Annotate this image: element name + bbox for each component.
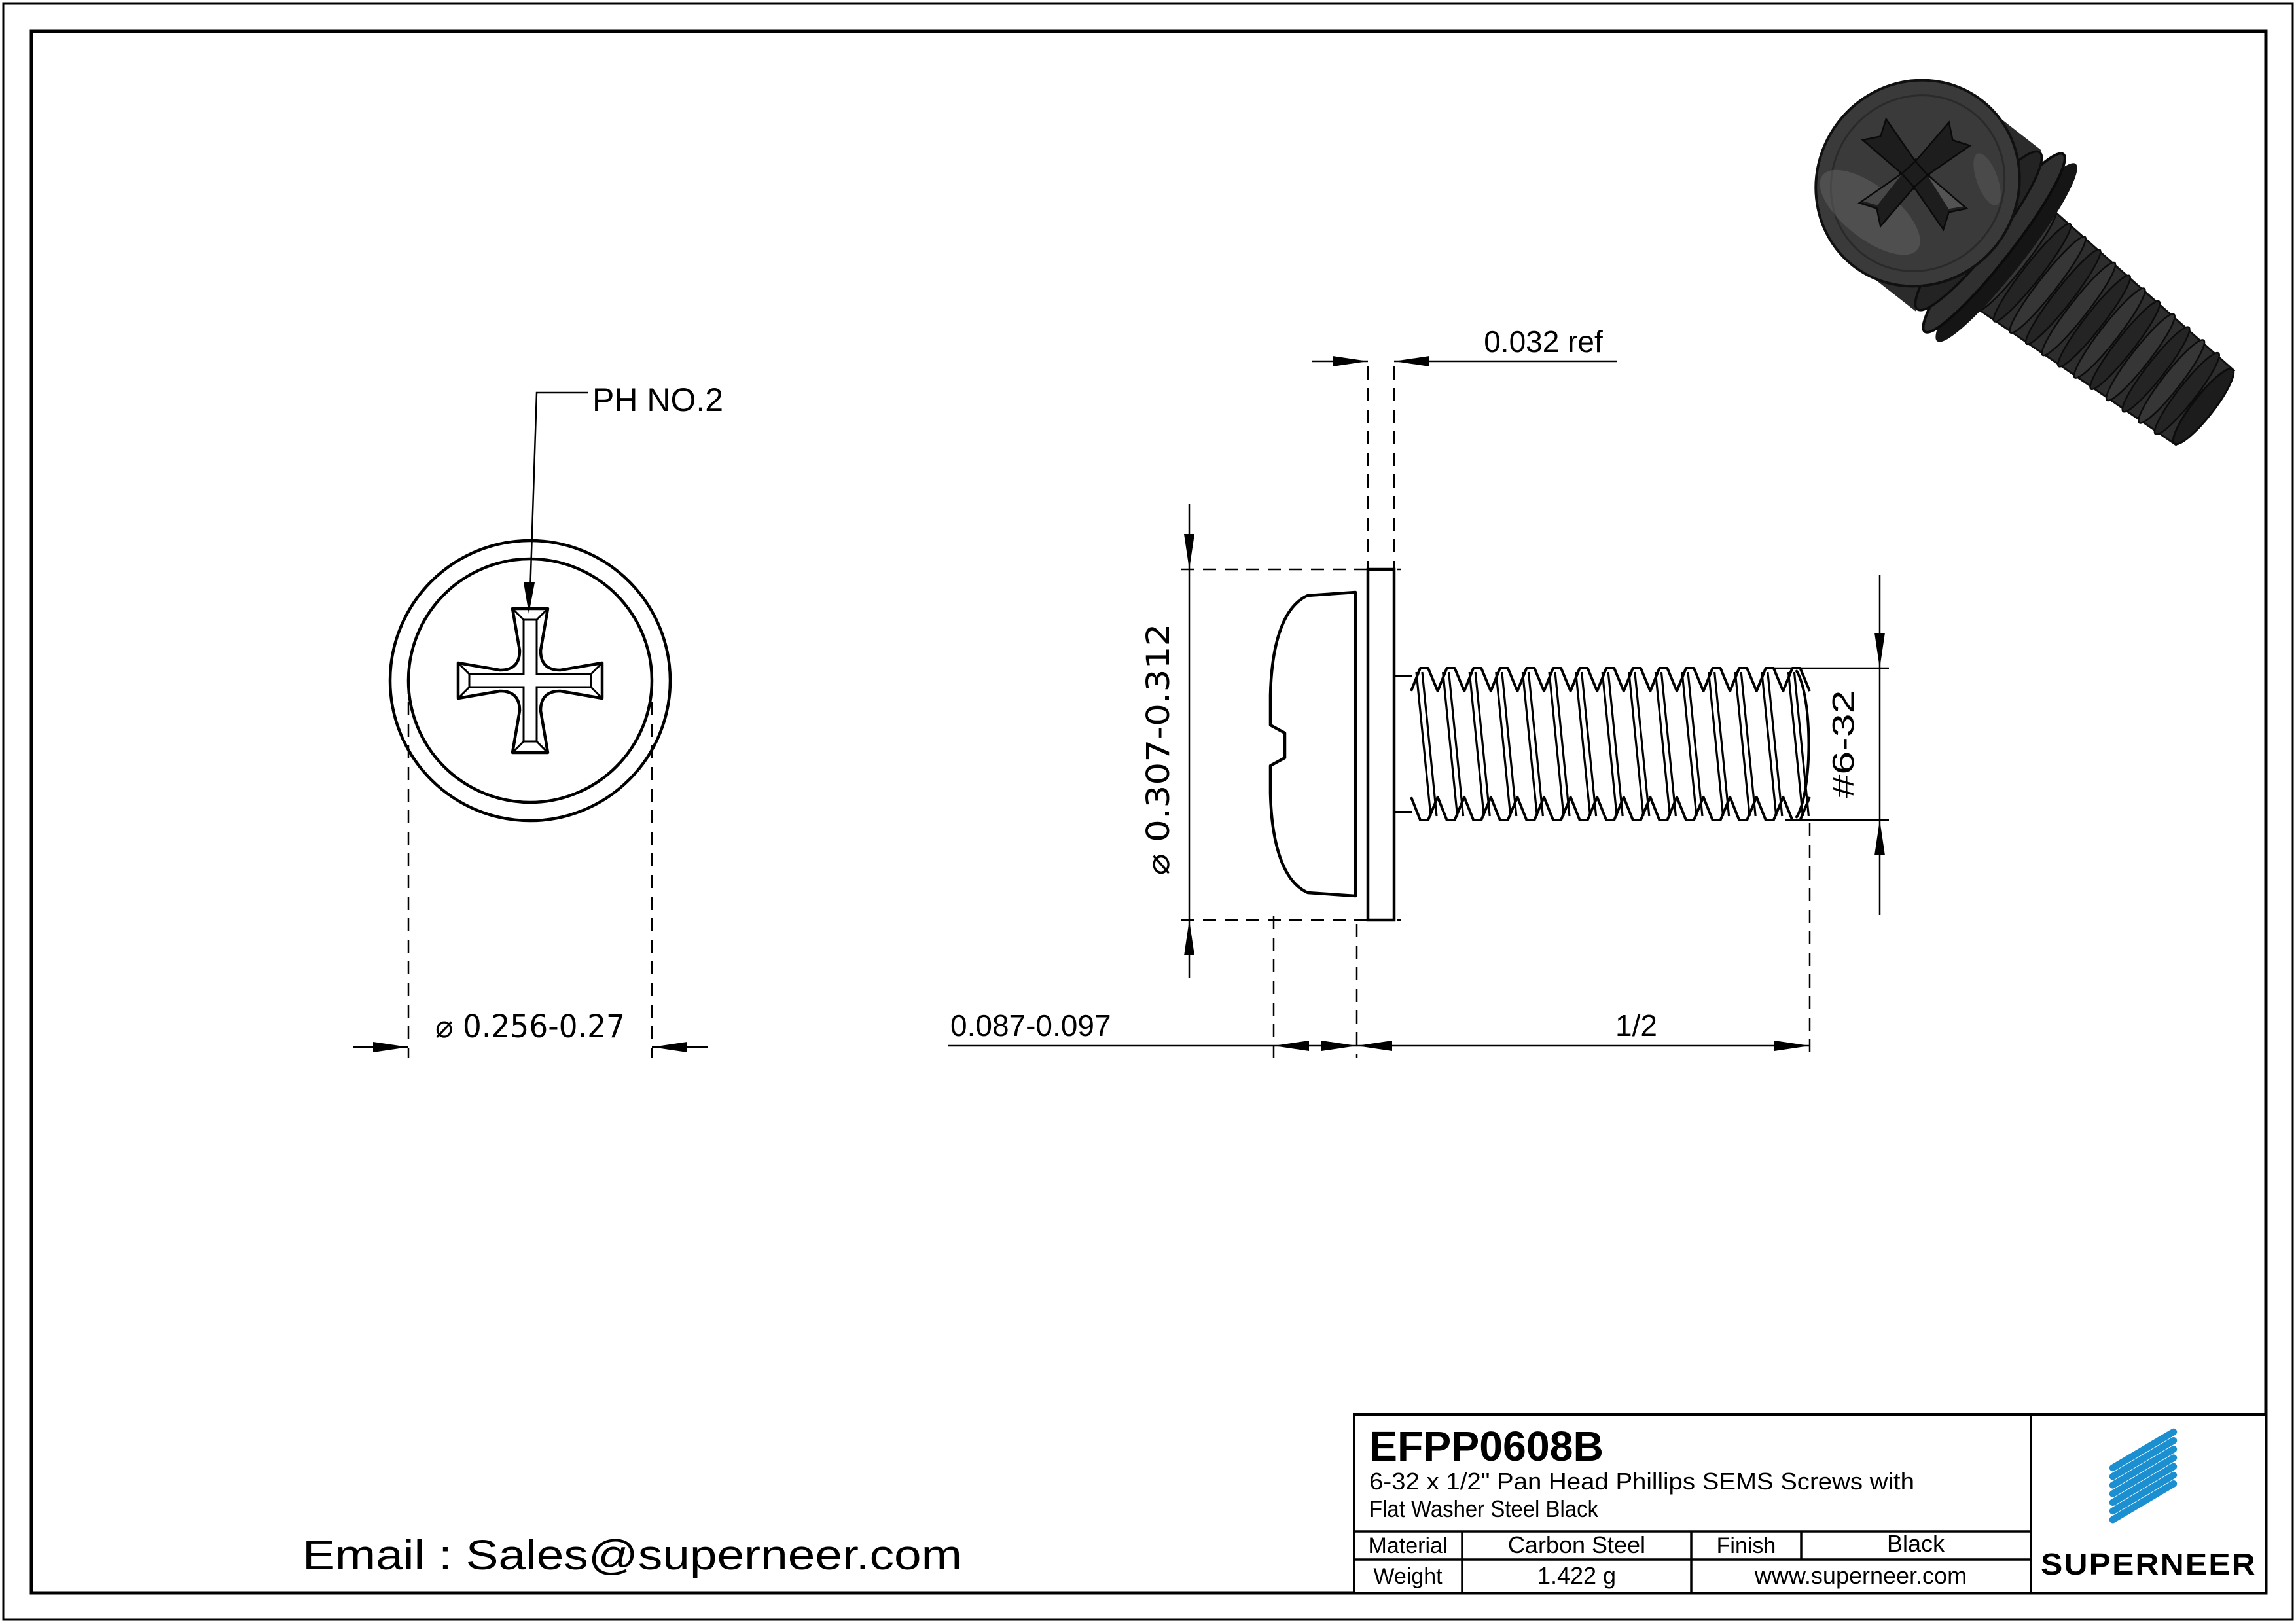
logo-stripe bbox=[2109, 1471, 2178, 1515]
logo-stripe bbox=[2109, 1454, 2178, 1497]
dim-head-diameter: ⌀ 0.256-0.27 bbox=[353, 681, 708, 1058]
washer-profile bbox=[1366, 567, 1396, 922]
thread-band-3d bbox=[2105, 313, 2176, 402]
thread-band-3d bbox=[2009, 236, 2087, 334]
logo-stripe bbox=[2109, 1480, 2178, 1524]
description-line1: 6-32 x 1/2" Pan Head Phillips SEMS Screw… bbox=[1369, 1468, 1914, 1495]
website-link[interactable]: www.superneer.com bbox=[1754, 1562, 1967, 1589]
weight-label: Weight bbox=[1373, 1564, 1443, 1589]
dim-washer-od-text: ⌀ 0.307-0.312 bbox=[1140, 624, 1177, 876]
callout-ph-no2: PH NO.2 bbox=[524, 382, 723, 614]
page-main-border bbox=[29, 29, 2268, 1595]
dim-length-text: 1/2 bbox=[1615, 1008, 1657, 1043]
email-text: Email : Sales@superneer.com bbox=[302, 1531, 962, 1578]
phillips-recess-3d bbox=[1857, 117, 1972, 232]
head-highlight2-3d bbox=[1973, 153, 2001, 205]
finish-label: Finish bbox=[1717, 1533, 1776, 1558]
brand-name: SUPERNEER bbox=[2041, 1547, 2257, 1581]
head-highlight-3d bbox=[1820, 169, 1920, 255]
dim-washer-od: ⌀ 0.307-0.312 bbox=[1140, 504, 1401, 978]
logo-stripes bbox=[2109, 1428, 2178, 1524]
thread-top-teeth bbox=[1410, 667, 1811, 692]
superneer-logo: SUPERNEER bbox=[2041, 1428, 2257, 1581]
dim-thread-spec: #6-32 bbox=[1770, 575, 1889, 915]
thread-band-3d bbox=[2138, 339, 2206, 424]
thread-band-3d bbox=[2089, 300, 2161, 391]
dim-head-height-text: 0.087-0.097 bbox=[950, 1008, 1111, 1043]
dim-head-diameter-text: ⌀ 0.256-0.27 bbox=[435, 1008, 625, 1045]
part-number: EFPP0608B bbox=[1369, 1423, 1604, 1470]
material-label: Material bbox=[1369, 1533, 1448, 1558]
dim-washer-thickness-text: 0.032 ref bbox=[1484, 325, 1603, 359]
side-view: 0.032 ref ⌀ 0.307-0.312 #6-32 bbox=[948, 325, 1889, 1058]
weight-value: 1.422 g bbox=[1537, 1562, 1616, 1589]
screw-3d-render bbox=[1814, 79, 2236, 446]
dim-thread-spec-text: #6-32 bbox=[1826, 690, 1860, 798]
thread-band-3d bbox=[2073, 287, 2146, 379]
thread-band-3d bbox=[2121, 326, 2191, 413]
thread-band-3d bbox=[2024, 249, 2102, 346]
dim-head-height-and-length: 0.087-0.097 1/2 bbox=[948, 823, 1811, 1058]
thread-band-3d bbox=[1992, 223, 2072, 323]
logo-stripe bbox=[2109, 1463, 2178, 1507]
logo-stripe bbox=[2109, 1428, 2178, 1472]
description-line2: Flat Washer Steel Black bbox=[1369, 1495, 1599, 1522]
tip-3d bbox=[2172, 367, 2235, 446]
head-dome-rim-3d bbox=[1829, 94, 2006, 272]
thread-band-3d bbox=[2057, 274, 2131, 368]
title-block: EFPP0608B 6-32 x 1/2" Pan Head Phillips … bbox=[1353, 1413, 2267, 1594]
logo-stripe bbox=[2109, 1436, 2178, 1480]
logo-stripe bbox=[2109, 1446, 2178, 1489]
dim-washer-thickness: 0.032 ref bbox=[1312, 325, 1617, 568]
thread-band-3d bbox=[2041, 261, 2117, 357]
thread-band-3d bbox=[2153, 351, 2221, 435]
shank-threads-3d bbox=[1976, 209, 2221, 435]
finish-value: Black bbox=[1887, 1530, 1945, 1557]
title-block-frame bbox=[1353, 1413, 2267, 1594]
thread-bottom-teeth bbox=[1410, 796, 1811, 821]
front-view: PH NO.2 ⌀ 0.256-0.27 bbox=[353, 382, 723, 1058]
shank-neck bbox=[1394, 675, 1412, 813]
material-value: Carbon Steel bbox=[1508, 1531, 1645, 1558]
head-profile bbox=[1268, 590, 1357, 898]
phillips-cross-facets bbox=[457, 607, 603, 754]
callout-label: PH NO.2 bbox=[592, 382, 723, 418]
thread-flanks bbox=[1415, 671, 1810, 817]
thread-end-cap bbox=[1795, 669, 1810, 819]
